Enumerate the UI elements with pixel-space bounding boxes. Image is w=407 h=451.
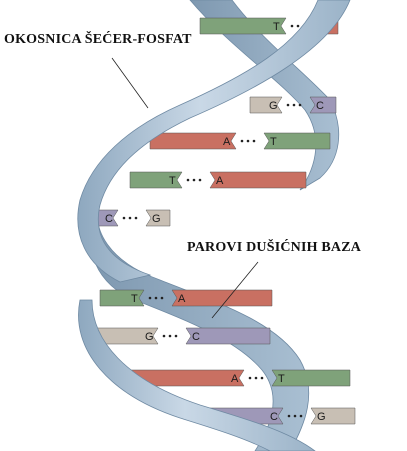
- hydrogen-bond-dot: [287, 414, 291, 418]
- hydrogen-bond-dot: [292, 103, 296, 107]
- base-right-G: [145, 209, 171, 227]
- base-right-A: [209, 171, 307, 189]
- base-right-A: [171, 289, 273, 307]
- callout-pointers: [111, 57, 259, 319]
- front-strand-upper: [77, 0, 351, 283]
- base-letter-left: C: [270, 411, 278, 423]
- hydrogen-bond-dot: [198, 178, 202, 182]
- base-pairs-pointer-line: [211, 261, 259, 319]
- backbone-label: OKOSNICA ŠEĆER-FOSFAT: [4, 32, 192, 47]
- base-right-T: [263, 132, 331, 150]
- base-letter-left: C: [105, 213, 113, 225]
- front-strand-lower: [78, 299, 316, 451]
- base-letter-left: T: [169, 175, 176, 187]
- hydrogen-bond-dot: [174, 334, 178, 338]
- base-letter-left: T: [273, 21, 280, 33]
- hydrogen-bond-dot: [290, 24, 294, 28]
- base-left-G: [249, 96, 283, 114]
- hydrogen-bond-dot: [254, 376, 258, 380]
- base-letter-left: A: [231, 373, 239, 385]
- hydrogen-bond-dot: [160, 296, 164, 300]
- hydrogen-bond-dot: [299, 414, 303, 418]
- hydrogen-bond-dot: [168, 334, 172, 338]
- hydrogen-bond-dot: [286, 103, 290, 107]
- base-letter-left: A: [223, 136, 231, 148]
- base-letter-right: C: [316, 100, 324, 112]
- hydrogen-bond-dot: [296, 24, 300, 28]
- hydrogen-bond-dot: [148, 296, 152, 300]
- base-letter-right: A: [216, 175, 224, 187]
- hydrogen-bond-dot: [298, 103, 302, 107]
- base-left-A: [149, 132, 237, 150]
- hydrogen-bond-dot: [134, 216, 138, 220]
- hydrogen-bond-dot: [260, 376, 264, 380]
- base-letter-left: G: [269, 100, 278, 112]
- base-letter-right: A: [178, 293, 186, 305]
- base-letter-right: C: [192, 331, 200, 343]
- base-right-C: [185, 327, 271, 345]
- hydrogen-bond-dot: [240, 139, 244, 143]
- base-letter-left: T: [131, 293, 138, 305]
- base-letter-right: G: [317, 411, 326, 423]
- hydrogen-bond-dot: [128, 216, 132, 220]
- hydrogen-bond-dot: [252, 139, 256, 143]
- hydrogen-bond-dot: [186, 178, 190, 182]
- base-letter-right: T: [278, 373, 285, 385]
- base-letter-right: G: [152, 213, 161, 225]
- front-strand: [77, 0, 351, 451]
- base-right-T: [271, 369, 351, 387]
- base-pairs-label: PAROVI DUŠIĆNIH BAZA: [187, 240, 362, 255]
- hydrogen-bond-dot: [293, 414, 297, 418]
- hydrogen-bond-dot: [154, 296, 158, 300]
- hydrogen-bond-dot: [162, 334, 166, 338]
- base-right-C: [309, 96, 337, 114]
- backbone-pointer-line: [111, 57, 149, 109]
- base-left-T: [99, 289, 145, 307]
- hydrogen-bond-dot: [248, 376, 252, 380]
- hydrogen-bond-dot: [192, 178, 196, 182]
- base-right-G: [310, 407, 356, 425]
- base-pairs-group: TAGCATTACGTAGCATCG: [89, 17, 356, 425]
- base-left-T: [129, 171, 183, 189]
- base-letter-left: G: [145, 331, 154, 343]
- hydrogen-bond-dot: [122, 216, 126, 220]
- base-letter-right: T: [270, 136, 277, 148]
- hydrogen-bond-dot: [246, 139, 250, 143]
- base-left-T: [199, 17, 287, 35]
